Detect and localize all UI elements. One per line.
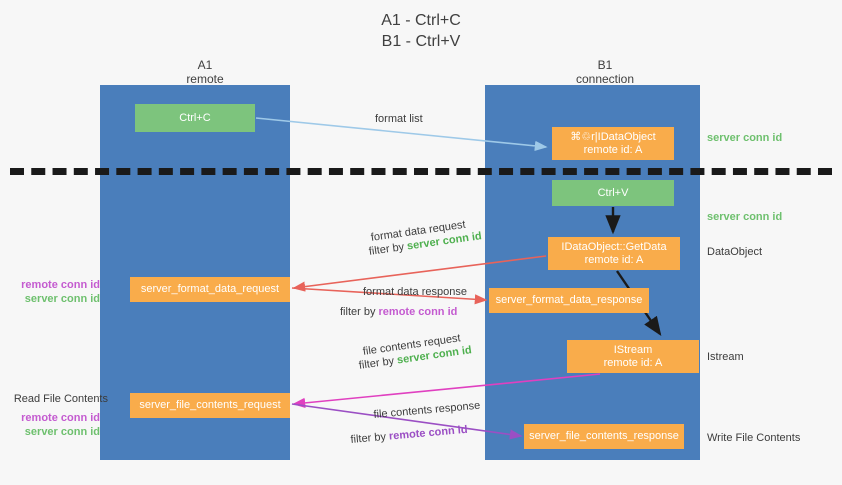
filter-prefix: filter by	[368, 240, 408, 258]
side-label-istream: Istream	[707, 351, 744, 363]
filter-value: remote conn id	[388, 423, 469, 443]
filter-prefix: filter by	[340, 306, 379, 318]
node-server-file-contents-response[interactable]: server_file_contents_response	[524, 424, 684, 449]
side-label-server-conn-id-lower: server conn id	[24, 426, 100, 438]
node-server-format-data-response[interactable]: server_format_data_response	[489, 288, 649, 313]
title-line-1: A1 - Ctrl+C	[381, 12, 461, 29]
title-line-2: B1 - Ctrl+V	[381, 33, 461, 50]
side-label-read-file-contents: Read File Contents	[13, 393, 108, 405]
edge-label-file-contents-response: file contents response	[373, 399, 481, 421]
page-title: A1 - Ctrl+C B1 - Ctrl+V	[0, 10, 842, 52]
node-idataobject-line1: ⌘♲r|IDataObject	[570, 130, 656, 143]
node-idataobject-line2: remote id: A	[583, 143, 643, 156]
node-ctrl-v-label: Ctrl+V	[597, 186, 629, 199]
side-label-write-file-contents: Write File Contents	[707, 432, 801, 444]
column-header-b1-subtitle: connection	[575, 72, 635, 86]
node-server-format-data-request[interactable]: server_format_data_request	[130, 277, 290, 302]
side-label-remote-conn-id-lower: remote conn id	[21, 412, 100, 424]
node-ctrl-v[interactable]: Ctrl+V	[552, 180, 674, 206]
column-header-b1: B1 connection	[530, 58, 680, 86]
column-header-a1-subtitle: remote	[186, 72, 224, 86]
side-label-server-conn-id-upper: server conn id	[24, 293, 100, 305]
node-server-file-contents-response-label: server_file_contents_response	[529, 430, 679, 442]
filter-prefix: filter by	[358, 354, 398, 372]
node-istream-line2: remote id: A	[603, 356, 663, 369]
edge-label-format-data-response: format data response	[363, 286, 467, 298]
side-label-dataobject: DataObject	[707, 246, 763, 258]
side-label-server-conn-id-mid: server conn id	[707, 211, 783, 223]
column-header-a1: A1 remote	[130, 58, 280, 86]
edge-label-format-data-response-filter: filter by remote conn id	[340, 305, 457, 319]
edge-label-file-contents-response-filter: filter by remote conn id	[350, 423, 468, 447]
filter-prefix: filter by	[350, 430, 390, 446]
node-server-format-data-request-label: server_format_data_request	[140, 283, 280, 295]
phase-divider	[10, 168, 832, 175]
node-server-file-contents-request[interactable]: server_file_contents_request	[130, 393, 290, 418]
node-ctrl-c-label: Ctrl+C	[179, 111, 211, 124]
column-header-b1-name: B1	[597, 58, 613, 72]
node-ctrl-c[interactable]: Ctrl+C	[135, 104, 255, 132]
edge-label-format-list: format list	[375, 113, 423, 125]
node-server-format-data-response-label: server_format_data_response	[495, 294, 643, 306]
node-server-file-contents-request-label: server_file_contents_request	[139, 399, 281, 411]
side-label-remote-conn-id-upper: remote conn id	[21, 279, 100, 291]
node-idataobject-getdata[interactable]: IDataObject::GetData remote id: A	[548, 237, 680, 270]
column-header-a1-name: A1	[197, 58, 213, 72]
node-idataobject[interactable]: ⌘♲r|IDataObject remote id: A	[552, 127, 674, 160]
node-istream[interactable]: IStream remote id: A	[567, 340, 699, 373]
filter-value: remote conn id	[378, 306, 458, 318]
node-getdata-line1: IDataObject::GetData	[561, 240, 667, 253]
node-getdata-line2: remote id: A	[584, 253, 644, 266]
side-label-server-conn-id-top: server conn id	[707, 132, 783, 144]
side-label-conn-ids-lower: remote conn id server conn id	[10, 411, 100, 439]
node-istream-line1: IStream	[613, 343, 653, 356]
side-label-conn-ids-upper: remote conn id server conn id	[10, 278, 100, 306]
